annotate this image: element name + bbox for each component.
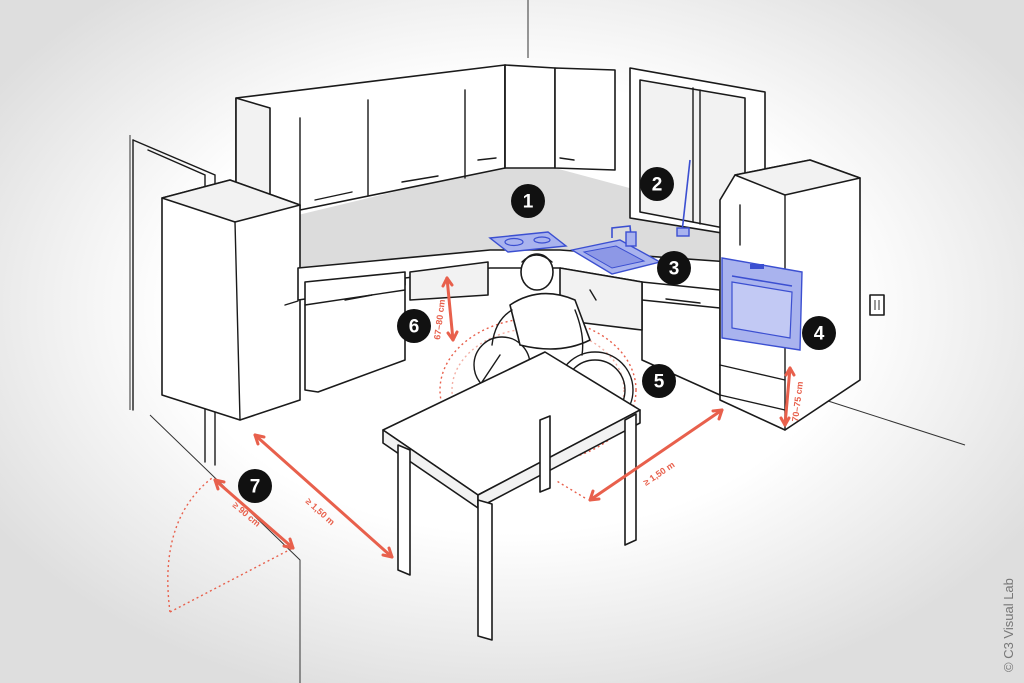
window-handle-extension bbox=[681, 159, 691, 233]
measurements: 67–80 cm 70–75 cm ≥ 1,50 m ≥ 1,50 m ≥ 90… bbox=[213, 276, 805, 559]
callout-7: 7 bbox=[238, 469, 272, 503]
oven-height-arrow bbox=[783, 366, 792, 427]
oven-height-label: 70–75 cm bbox=[790, 381, 805, 422]
credit-text: © C3 Visual Lab bbox=[1001, 578, 1016, 672]
callout-3: 3 bbox=[657, 251, 691, 285]
callout-3-number: 3 bbox=[669, 259, 680, 280]
oven bbox=[721, 257, 803, 351]
aisle-right-arrow bbox=[588, 408, 724, 502]
sink bbox=[570, 225, 662, 275]
callout-2: 2 bbox=[640, 167, 674, 201]
window-handle bbox=[676, 227, 690, 237]
door-width-arrow bbox=[213, 478, 295, 550]
callout-6-number: 6 bbox=[409, 317, 420, 338]
callout-4-number: 4 bbox=[814, 324, 825, 345]
aisle-left-arrow bbox=[253, 433, 394, 559]
fridge-cabinet bbox=[161, 179, 301, 421]
callout-5-number: 5 bbox=[654, 372, 665, 393]
counter-clearance-arrow bbox=[445, 276, 455, 342]
callout-5: 5 bbox=[642, 364, 676, 398]
callout-7-number: 7 bbox=[250, 477, 261, 498]
callout-6: 6 bbox=[397, 309, 431, 343]
counter-clearance-label: 67–80 cm bbox=[432, 299, 447, 340]
hob bbox=[488, 231, 568, 253]
callout-2-number: 2 bbox=[652, 175, 663, 196]
callout-1-number: 1 bbox=[523, 192, 534, 213]
callout-4: 4 bbox=[802, 316, 836, 350]
wall-cabinets bbox=[235, 64, 616, 211]
light-switch bbox=[869, 294, 885, 316]
dining-table bbox=[382, 351, 641, 641]
callout-1: 1 bbox=[511, 184, 545, 218]
